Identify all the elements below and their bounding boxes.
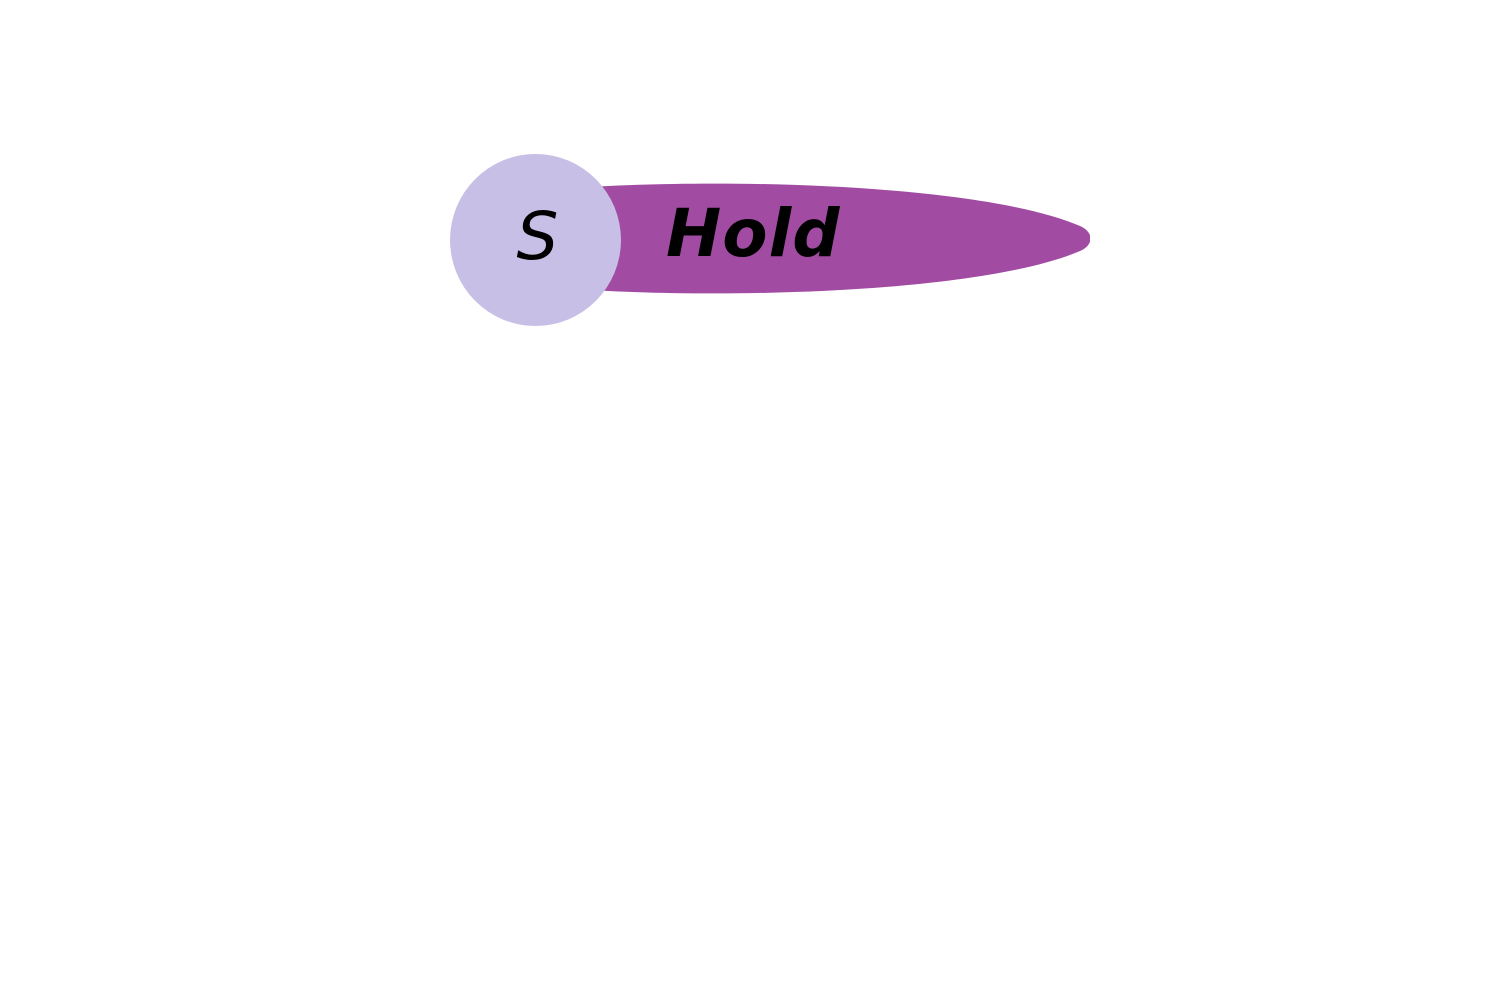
status-label: Hold xyxy=(666,195,841,272)
state-badge-letter: S xyxy=(516,198,559,275)
state-badge-circle: S xyxy=(450,154,621,326)
status-pill-fill xyxy=(560,183,1090,294)
status-pill-shape xyxy=(560,181,1090,296)
